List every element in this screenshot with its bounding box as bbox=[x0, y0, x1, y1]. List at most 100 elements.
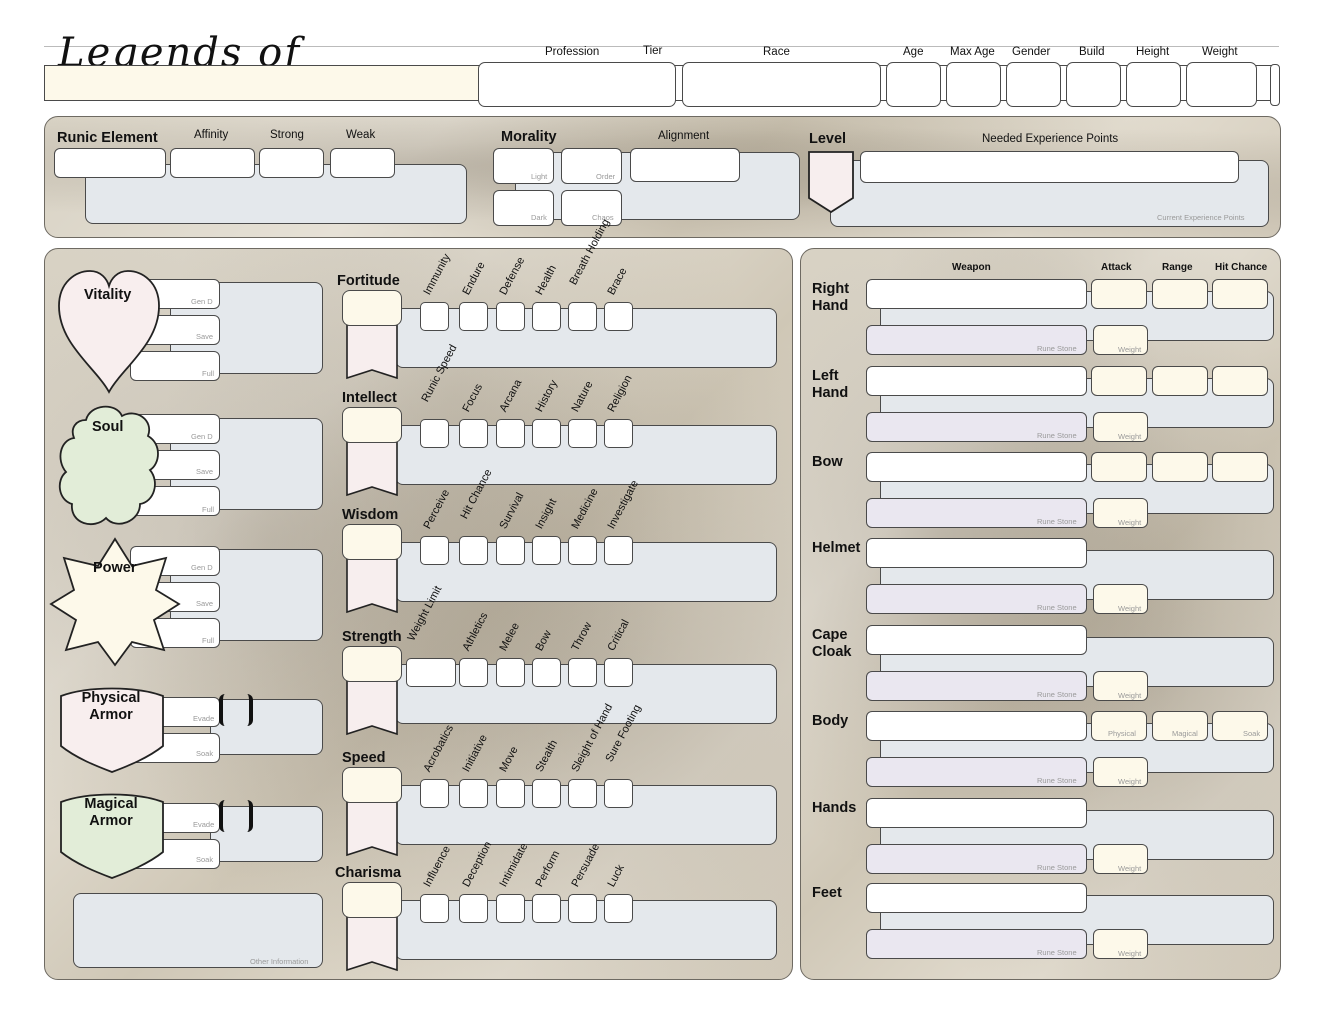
alignment-field[interactable] bbox=[630, 148, 740, 182]
equipment-name-field[interactable] bbox=[866, 798, 1087, 828]
skill-field[interactable] bbox=[459, 779, 488, 808]
attack-field[interactable] bbox=[1091, 452, 1147, 482]
weight-field[interactable] bbox=[1093, 498, 1148, 528]
skill-field[interactable] bbox=[406, 658, 456, 687]
weight-field[interactable] bbox=[1093, 325, 1148, 355]
skill-field[interactable] bbox=[532, 779, 561, 808]
hit-chance-field[interactable] bbox=[1212, 279, 1268, 309]
age-field[interactable] bbox=[886, 62, 941, 107]
weight-field[interactable] bbox=[1093, 584, 1148, 614]
range-field[interactable] bbox=[1152, 279, 1208, 309]
magical-armor-bracket-field[interactable] bbox=[219, 800, 253, 832]
rune-stone-field[interactable] bbox=[866, 844, 1087, 874]
skill-field[interactable] bbox=[604, 419, 633, 448]
physical-armor-bracket-field[interactable] bbox=[219, 694, 253, 726]
affinity-field[interactable] bbox=[170, 148, 255, 178]
light-field[interactable] bbox=[493, 148, 554, 184]
attribute-score-field[interactable] bbox=[342, 767, 402, 803]
skill-field[interactable] bbox=[532, 302, 561, 331]
weight-field[interactable] bbox=[1093, 671, 1148, 701]
range-field[interactable] bbox=[1152, 366, 1208, 396]
skill-field[interactable] bbox=[532, 419, 561, 448]
weight-field[interactable] bbox=[1093, 412, 1148, 442]
physical-field[interactable] bbox=[1091, 711, 1147, 741]
skill-field[interactable] bbox=[496, 536, 525, 565]
skill-field[interactable] bbox=[420, 894, 449, 923]
rune-stone-field[interactable] bbox=[866, 412, 1087, 442]
weight-field[interactable] bbox=[1186, 62, 1257, 107]
skill-field[interactable] bbox=[604, 894, 633, 923]
skill-field[interactable] bbox=[420, 302, 449, 331]
attribute-score-field[interactable] bbox=[342, 646, 402, 682]
magical-field[interactable] bbox=[1152, 711, 1208, 741]
skill-field[interactable] bbox=[459, 658, 488, 687]
skill-field[interactable] bbox=[532, 894, 561, 923]
order-field[interactable] bbox=[561, 148, 622, 184]
build-field[interactable] bbox=[1066, 62, 1121, 107]
skill-field[interactable] bbox=[568, 302, 597, 331]
skill-field[interactable] bbox=[568, 658, 597, 687]
weight-field[interactable] bbox=[1093, 757, 1148, 787]
skill-field[interactable] bbox=[496, 894, 525, 923]
gender-field[interactable] bbox=[1006, 62, 1061, 107]
skill-field[interactable] bbox=[496, 302, 525, 331]
profession-field[interactable] bbox=[478, 62, 676, 107]
attack-field[interactable] bbox=[1091, 366, 1147, 396]
race-field[interactable] bbox=[682, 62, 881, 107]
skill-field[interactable] bbox=[420, 419, 449, 448]
level-banner-icon[interactable] bbox=[807, 150, 857, 214]
attribute-score-field[interactable] bbox=[342, 524, 402, 560]
attack-field[interactable] bbox=[1091, 279, 1147, 309]
physical-armor-notes-box[interactable] bbox=[210, 699, 323, 755]
magical-armor-notes-box[interactable] bbox=[210, 806, 323, 862]
skill-field[interactable] bbox=[568, 894, 597, 923]
chaos-field[interactable] bbox=[561, 190, 622, 226]
skill-field[interactable] bbox=[568, 536, 597, 565]
vitality-full-field[interactable] bbox=[130, 351, 220, 381]
rune-stone-field[interactable] bbox=[866, 757, 1087, 787]
skill-field[interactable] bbox=[496, 658, 525, 687]
rune-stone-field[interactable] bbox=[866, 498, 1087, 528]
attribute-score-field[interactable] bbox=[342, 407, 402, 443]
skill-field[interactable] bbox=[496, 419, 525, 448]
range-field[interactable] bbox=[1152, 452, 1208, 482]
rune-stone-field[interactable] bbox=[866, 929, 1087, 959]
attribute-score-field[interactable] bbox=[342, 290, 402, 326]
equipment-name-field[interactable] bbox=[866, 452, 1087, 482]
skill-field[interactable] bbox=[420, 536, 449, 565]
skill-field[interactable] bbox=[604, 658, 633, 687]
skill-field[interactable] bbox=[459, 302, 488, 331]
rune-stone-field[interactable] bbox=[866, 325, 1087, 355]
equipment-name-field[interactable] bbox=[866, 883, 1087, 913]
skill-field[interactable] bbox=[568, 419, 597, 448]
skill-field[interactable] bbox=[420, 779, 449, 808]
rune-stone-field[interactable] bbox=[866, 584, 1087, 614]
equipment-name-field[interactable] bbox=[866, 279, 1087, 309]
skill-field[interactable] bbox=[604, 779, 633, 808]
equipment-name-field[interactable] bbox=[866, 625, 1087, 655]
weak-field[interactable] bbox=[330, 148, 395, 178]
other-information-box[interactable] bbox=[73, 893, 323, 968]
hit-chance-field[interactable] bbox=[1212, 366, 1268, 396]
hit-chance-field[interactable] bbox=[1212, 452, 1268, 482]
equipment-name-field[interactable] bbox=[866, 711, 1087, 741]
dark-field[interactable] bbox=[493, 190, 554, 226]
skill-field[interactable] bbox=[604, 302, 633, 331]
soak-field[interactable] bbox=[1212, 711, 1268, 741]
skill-field[interactable] bbox=[568, 779, 597, 808]
needed-xp-field[interactable] bbox=[860, 151, 1239, 183]
weight-field[interactable] bbox=[1093, 929, 1148, 959]
max-age-field[interactable] bbox=[946, 62, 1001, 107]
skill-field[interactable] bbox=[604, 536, 633, 565]
skill-field[interactable] bbox=[459, 536, 488, 565]
runic-element-field[interactable] bbox=[54, 148, 166, 178]
height-field[interactable] bbox=[1126, 62, 1181, 107]
equipment-name-field[interactable] bbox=[866, 366, 1087, 396]
skill-field[interactable] bbox=[532, 658, 561, 687]
equipment-name-field[interactable] bbox=[866, 538, 1087, 568]
rune-stone-field[interactable] bbox=[866, 671, 1087, 701]
skill-field[interactable] bbox=[459, 419, 488, 448]
attribute-score-field[interactable] bbox=[342, 882, 402, 918]
character-name-field[interactable] bbox=[44, 65, 480, 101]
skill-field[interactable] bbox=[496, 779, 525, 808]
